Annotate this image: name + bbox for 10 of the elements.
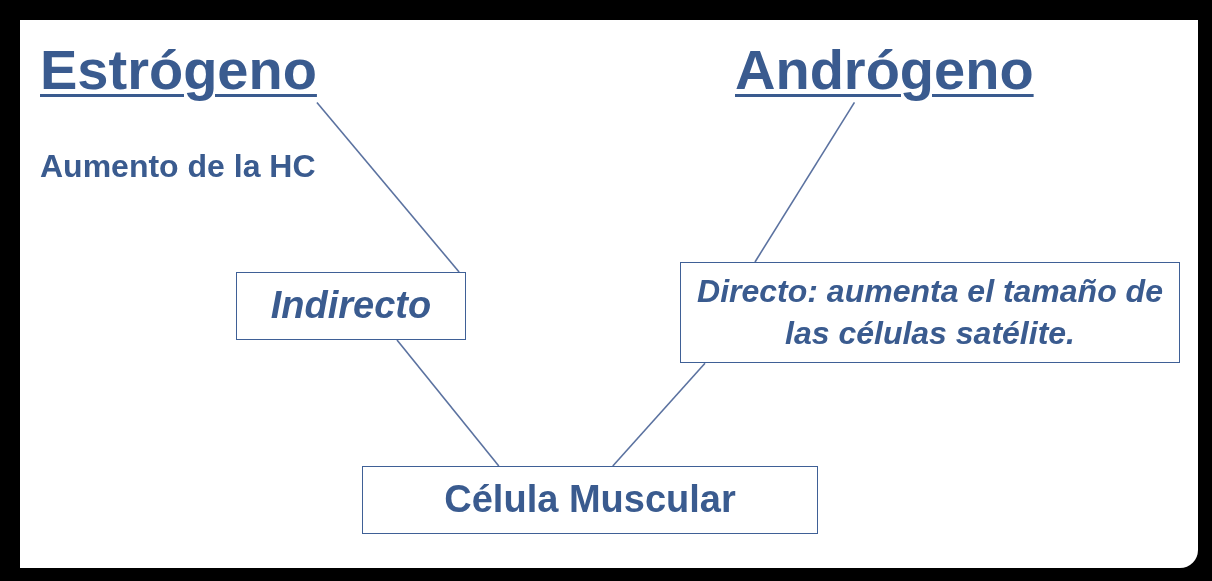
note-text: Aumento de la HC xyxy=(40,148,316,185)
heading-text: Andrógeno xyxy=(735,38,1034,103)
connector-line xyxy=(612,362,706,467)
text-box: Célula Muscular xyxy=(362,466,818,534)
heading-text: Estrógeno xyxy=(40,38,317,103)
connector-line xyxy=(316,101,460,273)
connector-line xyxy=(754,101,856,263)
text-box: Indirecto xyxy=(236,272,466,340)
text-box: Directo: aumenta el tamaño de las células satélite. xyxy=(680,262,1180,364)
connector-line xyxy=(396,339,500,467)
